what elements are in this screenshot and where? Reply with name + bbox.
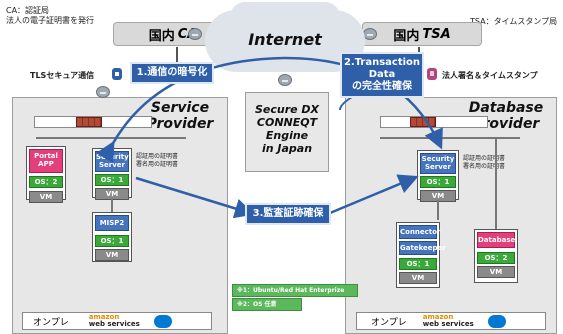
service-aws-logo: amazon web services — [89, 314, 140, 328]
portal-os-label: OS：2 — [29, 176, 63, 188]
ca-note-line1: CA：認証局 — [6, 6, 50, 15]
db-vm-label: VM — [477, 266, 515, 278]
legend-os2: ※2：OS 任意 — [232, 298, 302, 311]
service-firewall-icon — [76, 117, 102, 127]
lock-icon — [112, 68, 122, 80]
service-onprem-label: オンプレ — [33, 317, 69, 328]
audit-arrow-right — [329, 174, 419, 215]
portal-line1: Portal — [34, 152, 58, 160]
internet-cloud-top — [230, 2, 340, 32]
connector-head: Connector — [399, 225, 440, 239]
encryption-arrow — [95, 56, 443, 163]
service-azure-icon — [153, 314, 172, 328]
database-provider-title: Database Provider — [456, 100, 556, 132]
tsa-prefix: 国内 — [393, 28, 420, 44]
service-sec-os-label: OS：1 — [95, 174, 129, 186]
database-aws-amazon: amazon — [422, 313, 454, 321]
step3-box: 3.監査証跡確保 — [245, 203, 331, 225]
gatekeeper-server: Connector Gatekeeper OS：1 VM — [396, 222, 446, 288]
service-aws-amazon: amazon — [88, 313, 120, 321]
db-title-line2: Provider — [472, 116, 540, 132]
service-onprem-bar: オンプレ amazon web services — [22, 312, 212, 330]
portal-app-server: Portal APP OS：2 VM — [26, 146, 66, 203]
corp-stamp-label: 法人署名＆タイムスタンプ — [442, 71, 538, 80]
db-cert-sign: 署名用の証明書 — [463, 163, 506, 170]
portal-app-head: Portal APP — [29, 149, 63, 173]
ca-router-icon — [188, 28, 202, 40]
database-aws-logo: amazon web services — [423, 314, 474, 328]
misp2-vm-label: VM — [95, 249, 129, 261]
database-lan-line — [380, 137, 520, 139]
gatekeeper-head: Gatekeeper — [399, 241, 446, 255]
misp-link-line — [111, 198, 113, 212]
ca-prefix: 国内 — [148, 28, 175, 44]
database-cert-list: 認証用の証明書 署名用の証明書 — [463, 155, 505, 171]
legend-os1: ※1：Ubuntu/Red Hat Enterprize — [232, 284, 358, 297]
step2-line1: 2.Transaction — [343, 57, 421, 68]
service-router-icon — [96, 86, 110, 98]
database-link-line — [495, 139, 497, 229]
database-server: Database OS：2 VM — [474, 229, 518, 283]
portal-line2: APP — [38, 160, 54, 168]
database-onprem-bar: オンプレ amazon web services — [356, 312, 546, 330]
internet-label: Internet — [248, 30, 322, 49]
service-cert-sign: 署名用の証明書 — [136, 161, 179, 168]
step1-box: 1.通信の暗号化 — [130, 62, 214, 84]
engine-router-icon — [278, 74, 292, 86]
service-aws-ws: web services — [88, 320, 140, 328]
database-head: Database — [477, 232, 515, 248]
gk-os-label: OS：1 — [399, 258, 437, 270]
stamp-icon — [427, 68, 437, 80]
step2-box: 2.Transaction Data の完全性確保 — [340, 52, 424, 98]
misp2-os-label: OS：1 — [95, 235, 129, 247]
db-sec-line2: Server — [424, 163, 451, 171]
database-azure-icon — [487, 314, 506, 328]
misp2-server: MISP2 OS：1 VM — [92, 212, 132, 262]
misp2-head: MISP2 — [95, 215, 129, 231]
ca-note-line2: 法人の電子証明書を発行 — [6, 16, 94, 25]
db-cert-auth: 認証用の証明書 — [463, 155, 506, 162]
audit-arrow-left — [135, 176, 255, 219]
engine-line1: Secure DX — [254, 103, 320, 116]
engine-line2: CONNEQT — [256, 116, 318, 129]
gatekeeper-link-line — [437, 200, 439, 220]
database-onprem-label: オンプレ — [371, 317, 407, 328]
db-title-line1: Database — [468, 100, 544, 116]
tsa-note: TSA：タイムスタンプ局 — [470, 17, 558, 26]
database-aws-ws: web services — [422, 320, 474, 328]
ca-note: CA：認証局 法人の電子証明書を発行 — [6, 6, 94, 26]
portal-vm-label: VM — [29, 191, 63, 203]
gk-vm-label: VM — [399, 272, 437, 284]
db-sec-os-label: OS：1 — [420, 176, 456, 188]
db-os-label: OS：2 — [477, 252, 515, 264]
service-sec-line2: Server — [98, 161, 125, 169]
step2-line3: の完全性確保 — [351, 81, 412, 92]
tsa-suffix: TSA — [422, 26, 451, 42]
step2-line2: Data — [368, 69, 396, 80]
service-title-line1: Service — [150, 100, 210, 116]
tls-label: TLSセキュア通信 — [30, 71, 95, 80]
